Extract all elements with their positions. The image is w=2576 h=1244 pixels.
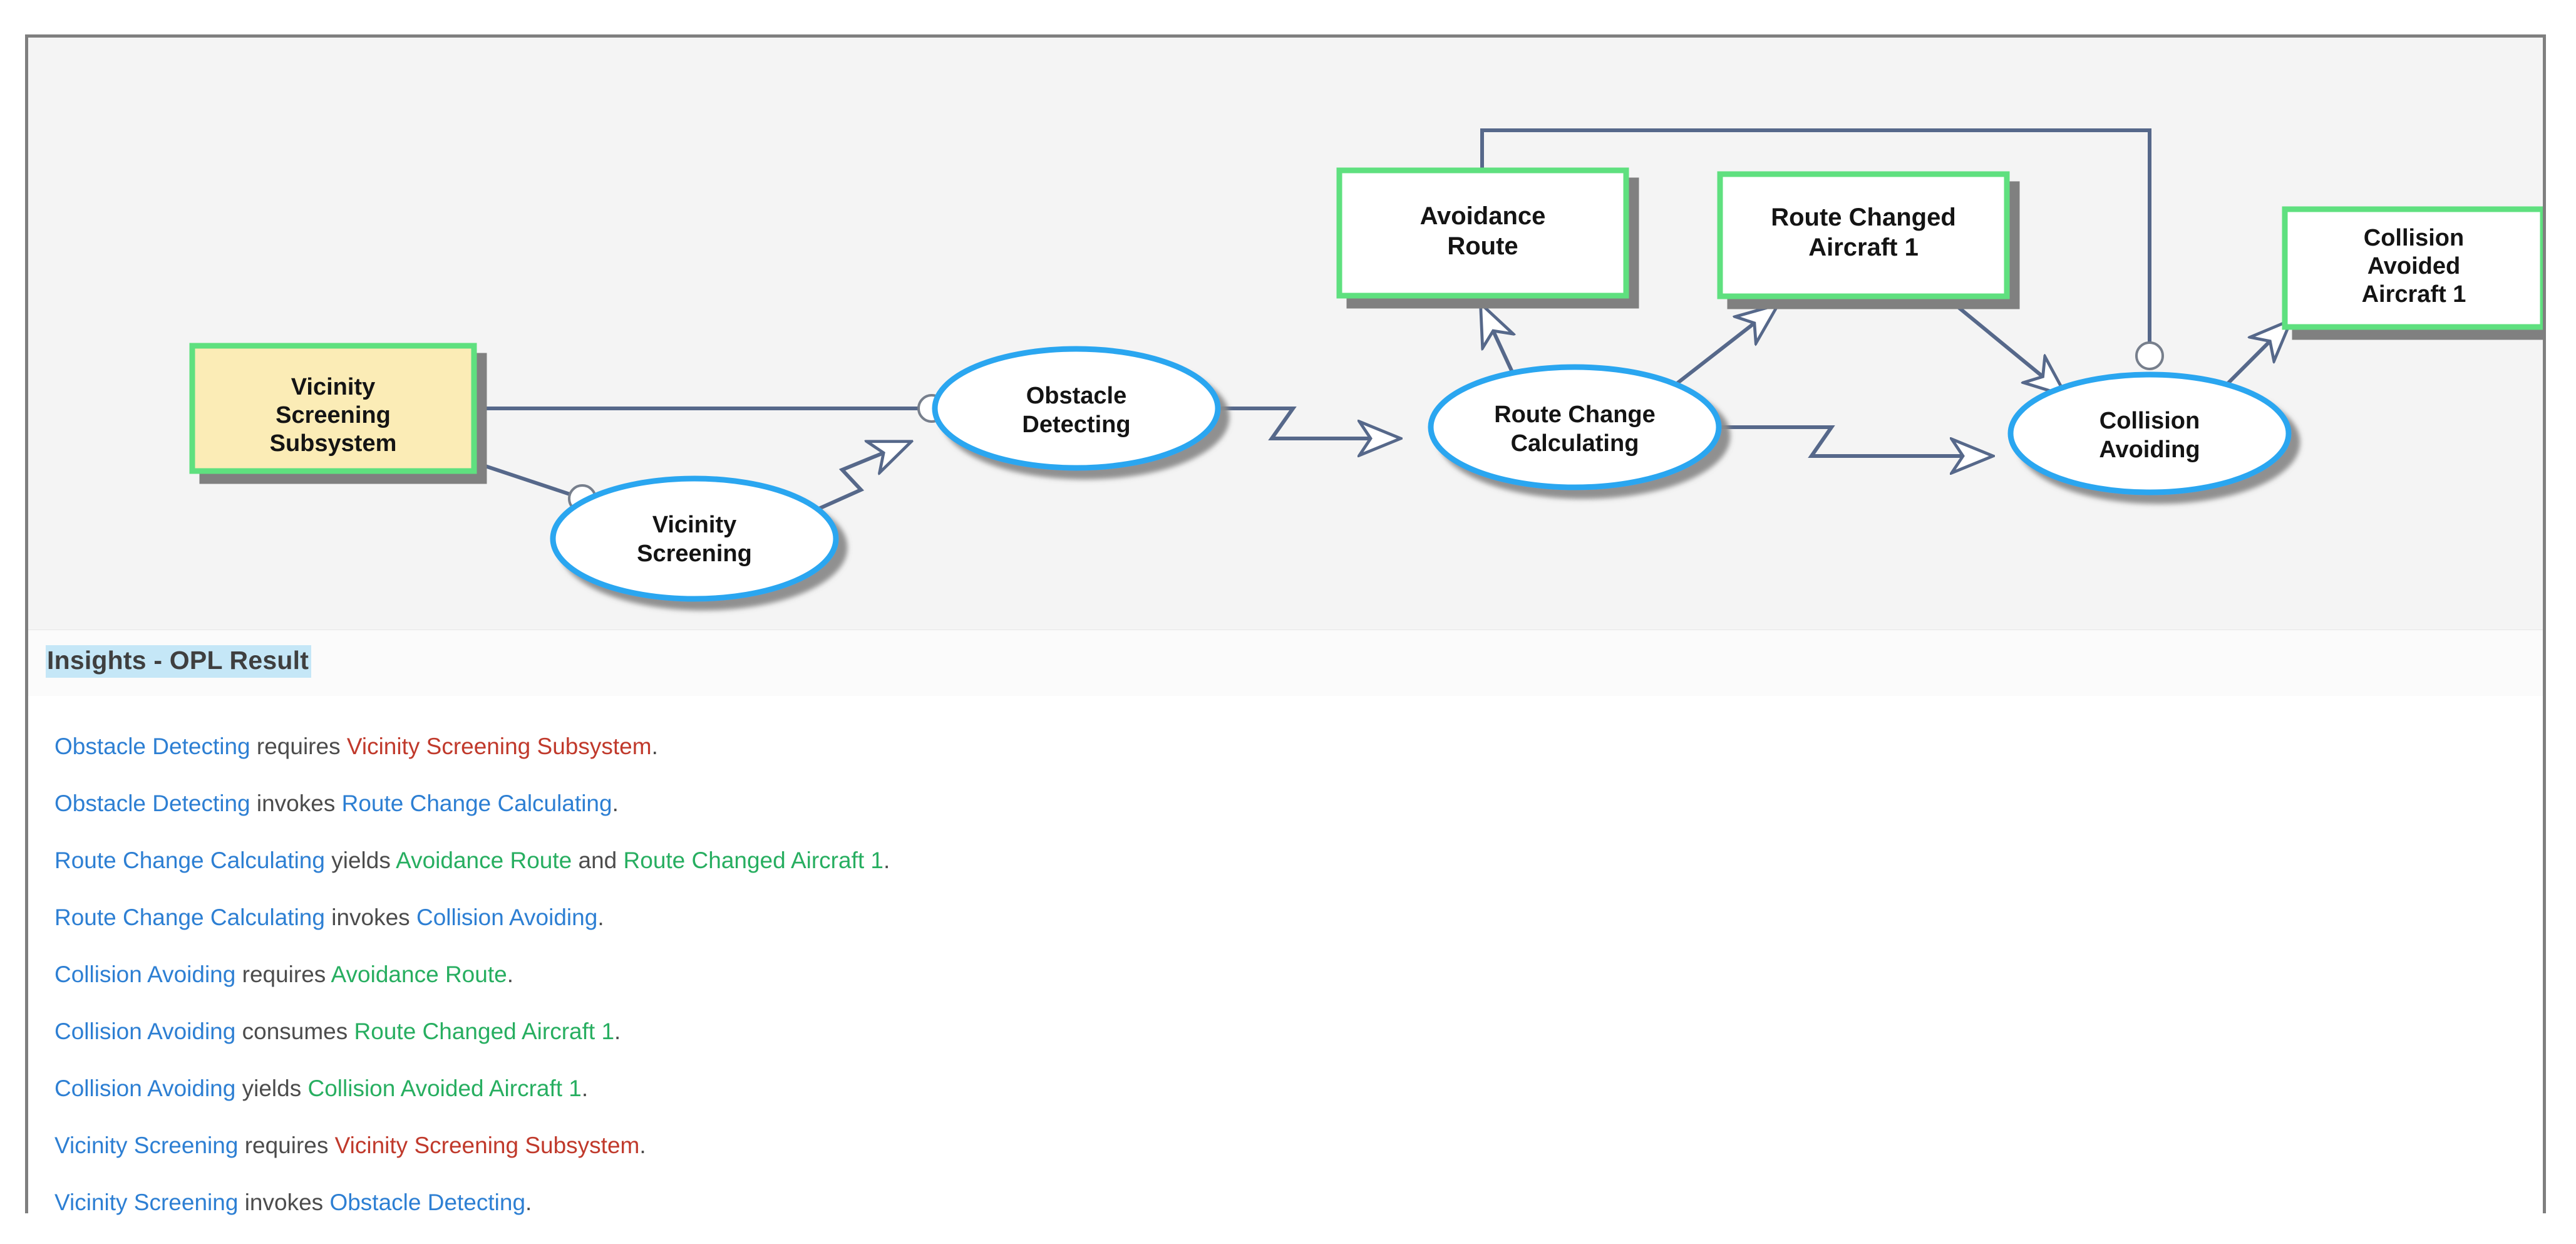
opl-token-process: Route Change Calculating <box>341 790 612 816</box>
link-result-collision-avoiding-collision-avoided-aircraft-1[interactable] <box>2218 323 2289 393</box>
opl-token-process: Obstacle Detecting <box>329 1190 526 1215</box>
opl-token-process: Collision Avoiding <box>416 904 598 930</box>
opl-result-text-area[interactable]: Obstacle Detecting requires Vicinity Scr… <box>28 696 2543 1214</box>
opl-sentence[interactable]: Vicinity Screening requires Vicinity Scr… <box>54 1134 2543 1157</box>
opl-token-object-green: Collision Avoided Aircraft 1 <box>307 1076 582 1101</box>
opl-token-process: Obstacle Detecting <box>54 790 250 816</box>
process-route-change-calculating[interactable]: Route Change Calculating <box>1428 364 1722 490</box>
process-obstacle-detecting[interactable]: Obstacle Detecting <box>932 346 1221 471</box>
link-instrument-vss-obstacle-detecting[interactable] <box>474 394 946 423</box>
object-label-line-1: Route Changed <box>1771 204 1956 231</box>
link-invocation-vicinity-screening-obstacle-detecting[interactable] <box>806 443 908 516</box>
opl-sentence[interactable]: Route Change Calculating invokes Collisi… <box>54 906 2543 929</box>
process-label-line-1: Obstacle <box>1026 383 1127 409</box>
opl-token-process: Route Change Calculating <box>54 904 325 930</box>
opd-svg: Obstacle Detecting (instrument, open cir… <box>189 128 2543 602</box>
opl-token-object-green: Route Changed Aircraft 1 <box>354 1019 615 1044</box>
opl-token-rel: requires <box>235 962 331 987</box>
object-route-changed-aircraft-1[interactable]: Route Changed Aircraft 1 <box>1717 171 2010 299</box>
link-instrument-avoidance-route-collision-avoiding[interactable] <box>1480 128 2164 370</box>
opl-token-rel: . <box>507 962 513 987</box>
opl-token-rel: invokes <box>250 790 342 816</box>
object-vicinity-screening-subsystem[interactable]: Vicinity Screening Subsystem <box>189 343 477 474</box>
object-collision-avoided-aircraft-1[interactable]: Collision Avoided Aircraft 1 <box>2282 206 2543 330</box>
opl-token-rel: requires <box>238 1133 335 1158</box>
opd-diagram-canvas[interactable]: Obstacle Detecting (instrument, open cir… <box>28 38 2543 630</box>
process-collision-avoiding[interactable]: Collision Avoiding <box>2007 371 2292 495</box>
opl-token-object-green: Avoidance Route <box>396 847 572 873</box>
opl-token-rel: and <box>572 847 624 873</box>
opl-token-process: Collision Avoiding <box>54 1019 236 1044</box>
link-consumption-route-changed-aircraft-1-collision-avoiding[interactable] <box>1943 294 2063 393</box>
insights-panel-title: Insights - OPL Result <box>46 645 312 678</box>
opl-sentence[interactable]: Collision Avoiding consumes Route Change… <box>54 1020 2543 1043</box>
opl-token-rel: consumes <box>235 1019 354 1044</box>
opl-sentence[interactable]: Vicinity Screening invokes Obstacle Dete… <box>54 1191 2543 1214</box>
object-label-line-1: Avoidance <box>1420 202 1546 230</box>
opl-token-object-red: Vicinity Screening Subsystem <box>334 1133 640 1158</box>
opl-line-list: Obstacle Detecting requires Vicinity Scr… <box>54 735 2543 1214</box>
object-label-line-2: Screening <box>276 402 391 428</box>
opl-token-process: Vicinity Screening <box>54 1133 239 1158</box>
opl-token-process: Vicinity Screening <box>54 1190 239 1215</box>
object-label-line-1: Vicinity <box>291 374 375 400</box>
opl-token-rel: invokes <box>324 904 416 930</box>
opl-token-process: Obstacle Detecting <box>54 733 250 759</box>
process-label-line-2: Avoiding <box>2099 437 2200 463</box>
opl-token-object-red: Vicinity Screening Subsystem <box>346 733 652 759</box>
object-avoidance-route[interactable]: Avoidance Route <box>1336 167 1629 299</box>
opl-sentence[interactable]: Obstacle Detecting requires Vicinity Scr… <box>54 735 2543 758</box>
process-vicinity-screening[interactable]: Vicinity Screening <box>550 475 839 602</box>
opl-token-rel: . <box>581 1076 589 1101</box>
object-label-line-2: Avoided <box>2367 253 2461 279</box>
process-label-line-2: Calculating <box>1511 430 1639 457</box>
opl-token-rel: . <box>639 1133 646 1158</box>
opm-model-window: Obstacle Detecting (instrument, open cir… <box>25 34 2546 1214</box>
opl-token-process: Collision Avoiding <box>54 962 236 987</box>
process-label-line-2: Detecting <box>1022 412 1130 438</box>
opl-token-rel: . <box>884 847 890 873</box>
opl-token-rel: . <box>614 1019 621 1044</box>
process-label-line-2: Screening <box>637 541 752 567</box>
opl-token-rel: invokes <box>238 1190 330 1215</box>
process-label-line-1: Collision <box>2099 408 2200 434</box>
opl-token-rel: . <box>525 1190 532 1215</box>
opl-token-rel: . <box>597 904 604 930</box>
insights-header-band: Insights - OPL Result <box>28 630 2543 696</box>
opl-token-object-green: Route Changed Aircraft 1 <box>623 847 884 873</box>
opl-token-rel: yields <box>324 847 396 873</box>
process-label-line-1: Vicinity <box>652 512 736 538</box>
process-label-line-1: Route Change <box>1494 402 1656 428</box>
opl-token-rel: requires <box>250 733 347 759</box>
opl-sentence[interactable]: Route Change Calculating yields Avoidanc… <box>54 849 2543 872</box>
opl-sentence[interactable]: Obstacle Detecting invokes Route Change … <box>54 792 2543 815</box>
object-label-line-3: Subsystem <box>270 430 397 457</box>
opl-token-process: Collision Avoiding <box>54 1076 236 1101</box>
link-invocation-obstacle-detecting-route-change-calculating[interactable] <box>1218 407 1397 438</box>
link-invocation-route-change-calculating-collision-avoiding[interactable] <box>1719 425 1989 456</box>
opl-sentence[interactable]: Collision Avoiding requires Avoidance Ro… <box>54 963 2543 986</box>
opl-token-rel: yields <box>235 1076 308 1101</box>
opl-token-rel: . <box>612 790 619 816</box>
opl-token-object-green: Avoidance Route <box>331 962 507 987</box>
opl-token-rel: . <box>651 733 658 759</box>
object-label-line-3: Aircraft 1 <box>2362 281 2466 308</box>
opl-token-process: Route Change Calculating <box>54 847 325 873</box>
opl-sentence[interactable]: Collision Avoiding yields Collision Avoi… <box>54 1077 2543 1100</box>
object-label-line-2: Aircraft 1 <box>1808 234 1919 261</box>
object-label-line-1: Collision <box>2364 225 2464 251</box>
object-label-line-2: Route <box>1447 232 1518 260</box>
